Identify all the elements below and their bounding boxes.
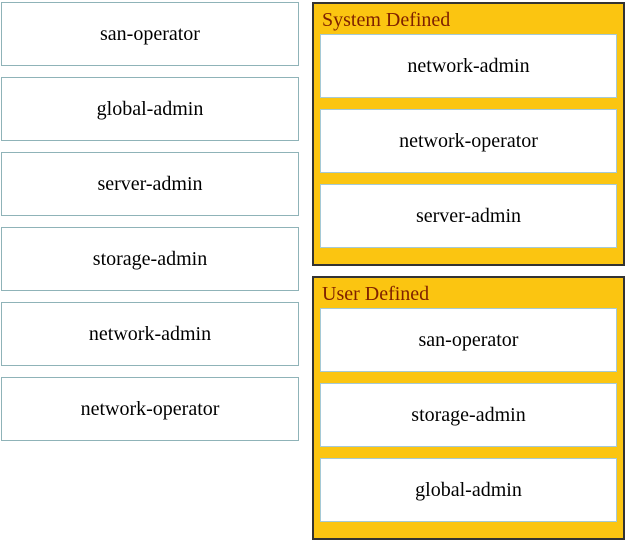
- source-column: san-operator global-admin server-admin s…: [1, 2, 299, 452]
- dropped-item-server-admin[interactable]: server-admin: [320, 184, 617, 248]
- drag-item-storage-admin[interactable]: storage-admin: [1, 227, 299, 291]
- dropped-item-san-operator[interactable]: san-operator: [320, 308, 617, 372]
- drop-panel-system-defined[interactable]: System Defined network-admin network-ope…: [312, 2, 625, 266]
- drag-item-label: network-operator: [399, 129, 538, 152]
- drag-item-label: global-admin: [415, 478, 522, 501]
- dropped-item-storage-admin[interactable]: storage-admin: [320, 383, 617, 447]
- drag-item-label: network-admin: [407, 54, 530, 77]
- drag-item-label: server-admin: [415, 204, 522, 227]
- drag-item-label: network-operator: [80, 397, 220, 420]
- drag-item-global-admin[interactable]: global-admin: [1, 77, 299, 141]
- drag-item-san-operator[interactable]: san-operator: [1, 2, 299, 66]
- panel-title-user-defined: User Defined: [322, 283, 430, 305]
- drag-item-network-admin[interactable]: network-admin: [1, 302, 299, 366]
- drag-item-network-operator[interactable]: network-operator: [1, 377, 299, 441]
- drag-item-label: san-operator: [418, 328, 519, 351]
- dropped-item-network-operator[interactable]: network-operator: [320, 109, 617, 173]
- drop-panel-user-defined[interactable]: User Defined san-operator storage-admin …: [312, 276, 625, 540]
- drag-item-label: storage-admin: [92, 247, 208, 270]
- drag-item-label: storage-admin: [411, 403, 526, 426]
- drag-item-label: san-operator: [100, 22, 200, 45]
- drag-item-label: network-admin: [88, 322, 212, 345]
- dropped-item-network-admin[interactable]: network-admin: [320, 34, 617, 98]
- drag-item-label: global-admin: [96, 97, 204, 120]
- dropped-item-global-admin[interactable]: global-admin: [320, 458, 617, 522]
- panel-title-system-defined: System Defined: [322, 9, 451, 31]
- drag-item-label: server-admin: [97, 172, 203, 195]
- drag-item-server-admin[interactable]: server-admin: [1, 152, 299, 216]
